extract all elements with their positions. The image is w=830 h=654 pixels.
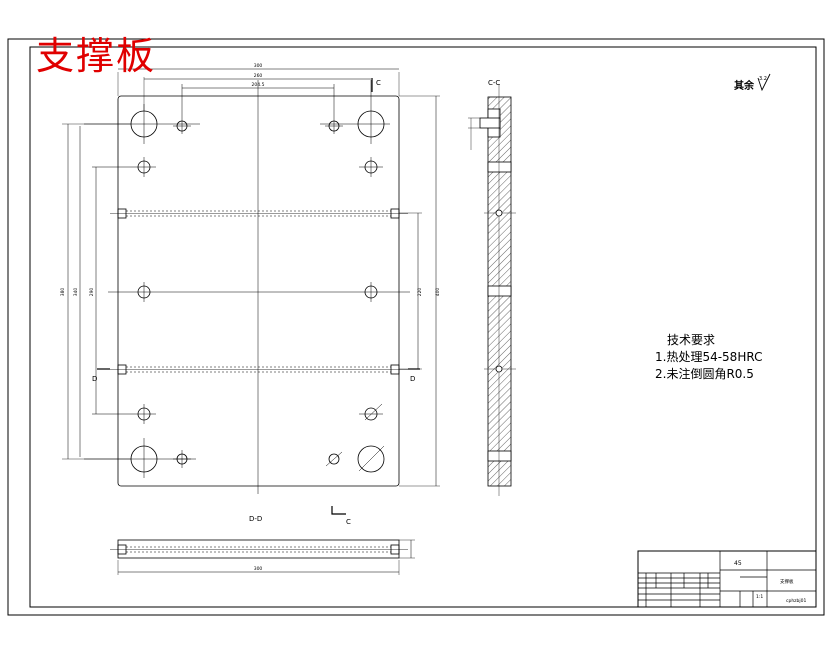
dim-left1: 380	[60, 288, 66, 297]
dim-left3: 290	[89, 288, 95, 297]
title-block-material: 45	[734, 560, 742, 567]
outer-frame	[7, 38, 825, 616]
tech-req-1: 1.热处理54-58HRC	[655, 350, 762, 364]
title-block-drawing-no: cphzbj01	[786, 598, 807, 604]
plate-outline	[117, 95, 400, 487]
section-dd-label: D-D	[249, 515, 262, 523]
dim-top1: 300	[254, 63, 263, 69]
section-cc-view	[468, 84, 516, 496]
dim-top3: 204.5	[252, 82, 265, 88]
drawing-title: 支撑板	[36, 34, 157, 78]
cut-label-d-right: D	[410, 375, 415, 383]
main-view	[62, 68, 440, 515]
dimension-texts: 300 260 204.5 380 340 290 220 400 300	[60, 63, 441, 572]
section-dd-body	[117, 539, 400, 559]
dim-top2: 260	[254, 73, 263, 79]
roughness-value: 3.2	[759, 76, 767, 82]
tech-req-2: 2.未注倒圆角R0.5	[655, 366, 754, 381]
dim-left2: 340	[73, 288, 79, 297]
cut-label-c-top: C	[376, 79, 381, 87]
section-cc-label: C-C	[488, 79, 500, 87]
dim-right1: 220	[417, 288, 423, 297]
title-block-scale: 1:1	[756, 594, 763, 600]
title-block	[637, 550, 817, 608]
cut-label-d-left: D	[92, 375, 97, 383]
title-block-part-name: 支撑板	[780, 578, 794, 585]
dim-bottom: 300	[254, 566, 263, 572]
roughness-note: 其余	[734, 79, 755, 92]
hole-small-br	[328, 453, 340, 465]
roughness-symbol: 其余 3.2	[734, 73, 771, 92]
hole-large-br	[357, 445, 385, 473]
tech-req-title: 技术要求	[667, 333, 715, 347]
dim-right2: 400	[435, 288, 441, 297]
section-dd-view	[110, 539, 415, 575]
inner-frame	[29, 46, 817, 608]
cut-label-c-bottom: C	[346, 518, 351, 526]
technical-requirements: 技术要求 1.热处理54-58HRC 2.未注倒圆角R0.5	[655, 333, 762, 381]
